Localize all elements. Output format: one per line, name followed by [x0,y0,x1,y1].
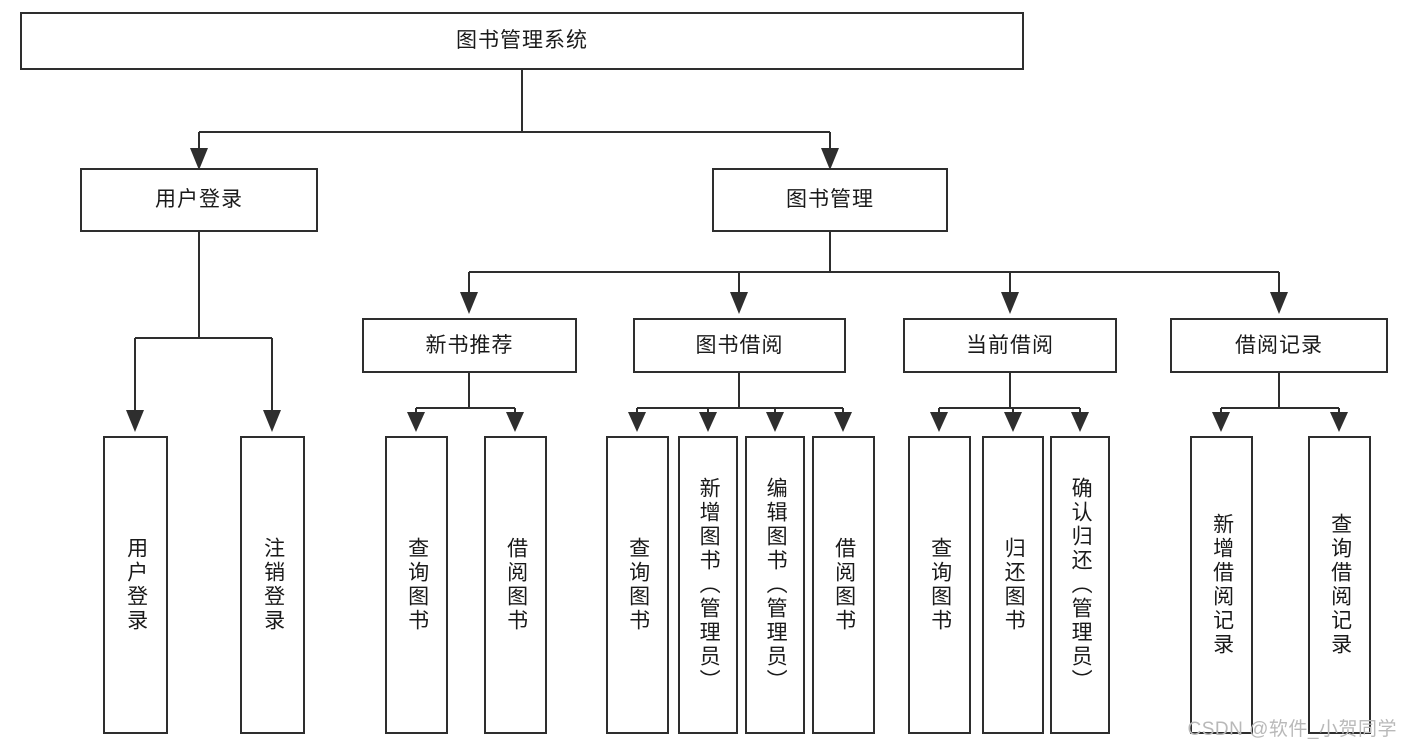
node-borrow-record[interactable]: 借阅记录 [1170,318,1388,373]
leaf-bookborrow-add-book[interactable]: 新增图书（管理员） [678,436,738,734]
node-current-borrow[interactable]: 当前借阅 [903,318,1117,373]
node-label: 查询图书 [626,537,650,633]
node-label: 查询图书 [405,537,429,633]
node-label: 确认归还（管理员） [1069,477,1093,693]
leaf-user-logout[interactable]: 注销登录 [240,436,305,734]
node-label: 当前借阅 [966,333,1054,357]
leaf-borrowrecord-add-record[interactable]: 新增借阅记录 [1190,436,1253,734]
node-user-login[interactable]: 用户登录 [80,168,318,232]
leaf-bookborrow-edit-book[interactable]: 编辑图书（管理员） [745,436,805,734]
node-label: 查询借阅记录 [1328,513,1352,657]
node-label: 借阅图书 [832,537,856,633]
node-new-book-recommend[interactable]: 新书推荐 [362,318,577,373]
node-book-borrow[interactable]: 图书借阅 [633,318,846,373]
node-label: 借阅记录 [1235,333,1323,357]
node-label: 用户登录 [124,537,148,633]
node-root-book-management-system[interactable]: 图书管理系统 [20,12,1024,70]
leaf-bookborrow-query-book[interactable]: 查询图书 [606,436,669,734]
leaf-borrowrecord-query-record[interactable]: 查询借阅记录 [1308,436,1371,734]
edges-root-to-level2 [198,70,831,152]
leaf-currentborrow-query-book[interactable]: 查询图书 [908,436,971,734]
node-label: 新书推荐 [425,333,514,357]
edges-newbook-to-leaves [415,373,516,417]
leaf-newbook-borrow-book[interactable]: 借阅图书 [484,436,547,734]
node-label: 图书管理系统 [456,29,588,53]
edges-bookmgmt-to-level3 [468,232,1280,296]
node-label: 新增图书（管理员） [697,477,721,693]
edges-userlogin-to-leaves [134,232,273,414]
node-label: 图书借阅 [695,333,784,357]
csdn-watermark: CSDN @软件_小贺同学 [1187,719,1397,740]
leaf-bookborrow-borrow-book[interactable]: 借阅图书 [812,436,875,734]
leaf-currentborrow-confirm-return[interactable]: 确认归还（管理员） [1050,436,1110,734]
node-label: 图书管理 [786,188,874,212]
node-label: 注销登录 [261,537,285,633]
leaf-currentborrow-return-book[interactable]: 归还图书 [982,436,1044,734]
node-label: 查询图书 [928,537,952,633]
node-label: 借阅图书 [504,537,528,633]
edges-currentborrow-to-leaves [938,373,1081,417]
leaf-user-login[interactable]: 用户登录 [103,436,168,734]
node-label: 用户登录 [155,188,243,212]
node-label: 编辑图书（管理员） [764,477,788,693]
edges-borrowrecord-to-leaves [1220,373,1340,417]
leaf-newbook-query-book[interactable]: 查询图书 [385,436,448,734]
edges-bookborrow-to-leaves [636,373,844,417]
node-label: 新增借阅记录 [1210,513,1234,657]
node-book-management[interactable]: 图书管理 [712,168,948,232]
node-label: 归还图书 [1002,537,1026,633]
